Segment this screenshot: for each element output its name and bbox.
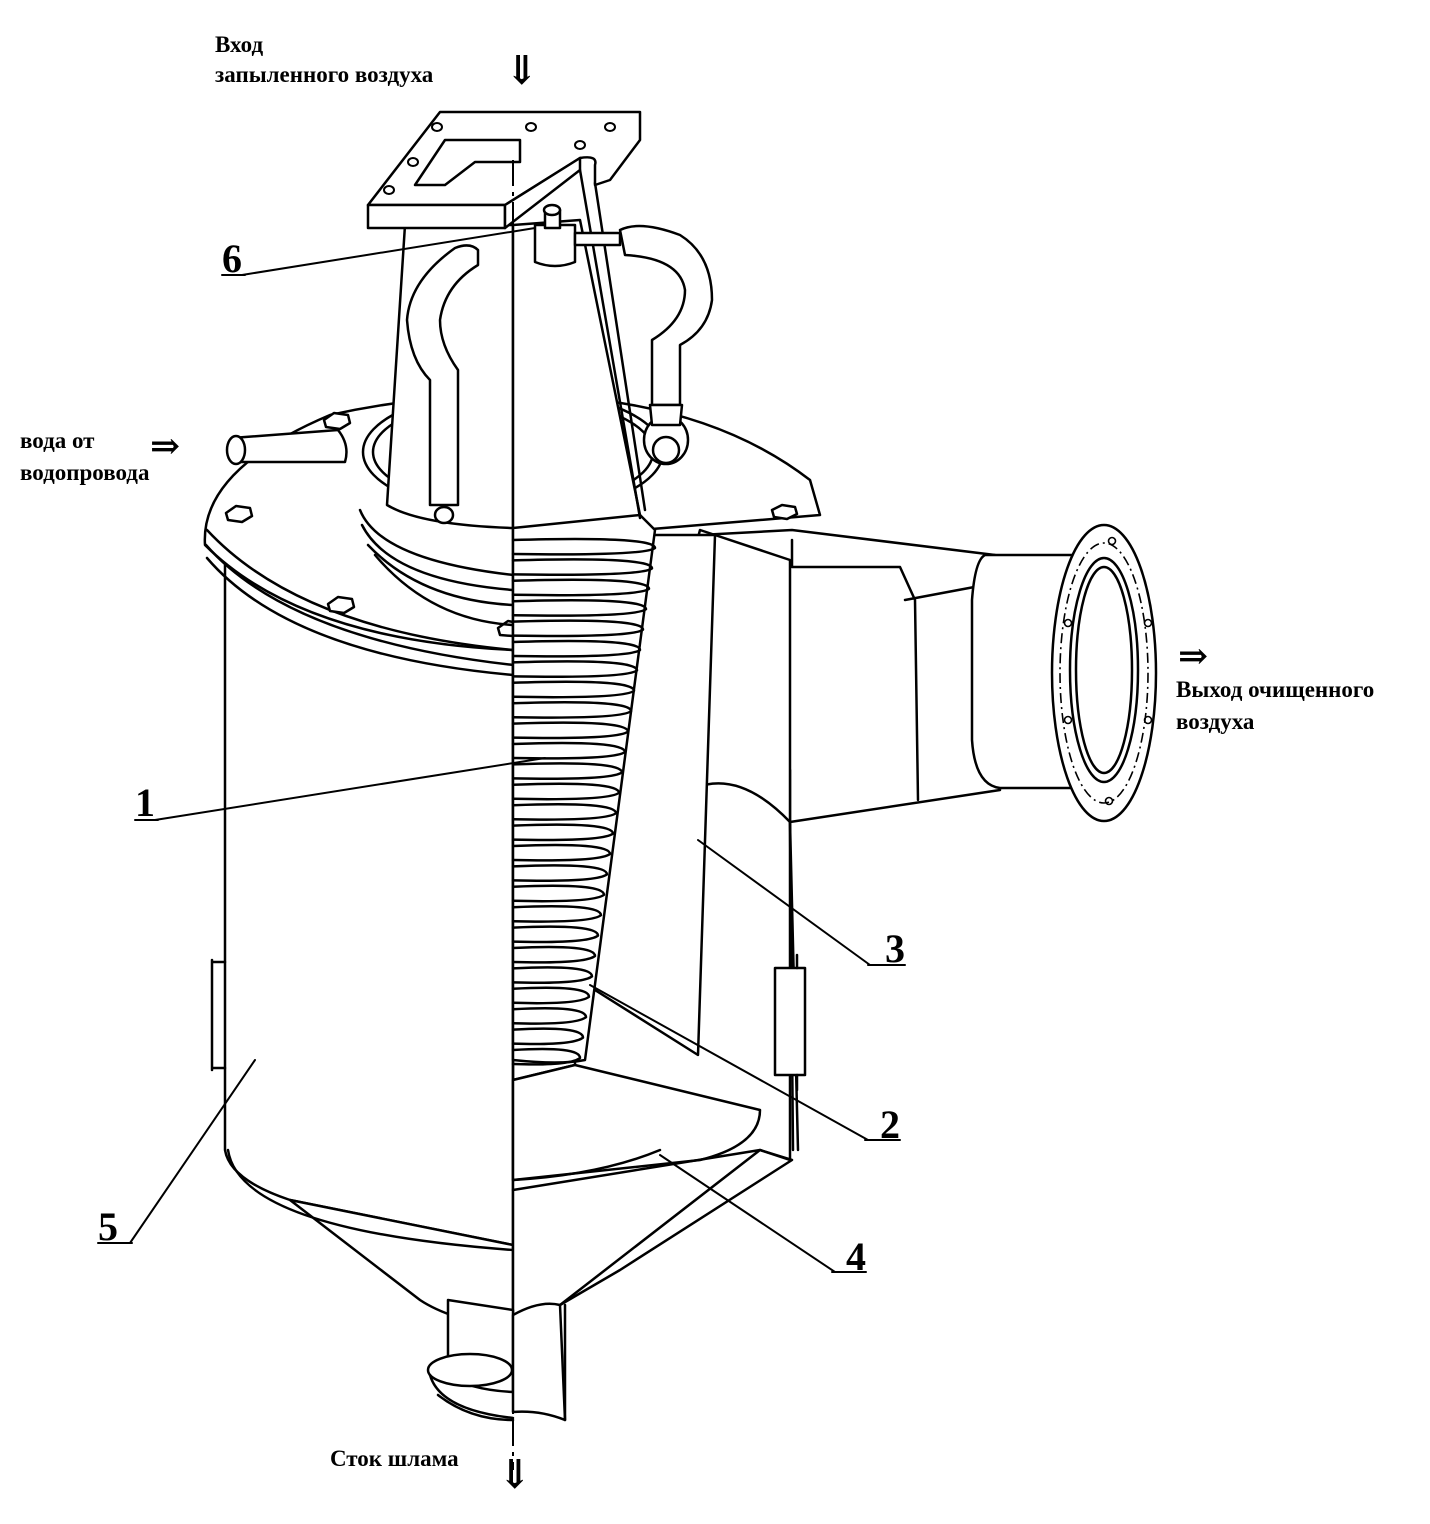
spiral-rib: [511, 904, 603, 923]
spiral-rib: [511, 721, 630, 740]
spiral-rib: [511, 864, 609, 883]
spiral-rib: [511, 986, 591, 1005]
spiral-rib: [511, 1047, 582, 1066]
spiral-rib: [511, 598, 648, 617]
water-inlet-pipe: [225, 428, 348, 466]
callout-1: 1: [135, 780, 155, 825]
inlet-label-line1: Вход: [215, 32, 263, 57]
spiral-rib: [511, 558, 654, 577]
spiral-rib: [511, 700, 633, 719]
spiral-rib: [511, 966, 594, 985]
inlet-arrow-icon: ⇓: [505, 48, 539, 93]
lid-bolts: [224, 411, 799, 638]
spiral-rib: [511, 537, 657, 556]
spiral-rib: [511, 619, 645, 638]
spiral-rib: [511, 1027, 585, 1046]
leader-lines: [97, 227, 906, 1273]
leader-5: [129, 1059, 256, 1244]
outlet-flange: [1050, 523, 1158, 823]
spiral-rib: [511, 945, 597, 964]
spiral-rib: [511, 741, 627, 760]
callout-2: 2: [880, 1102, 900, 1147]
spiral-rib: [511, 782, 621, 801]
valve: [533, 203, 622, 268]
spiral-rib: [511, 802, 618, 821]
spiral-rib: [511, 823, 615, 842]
spiral-rib: [511, 1006, 588, 1025]
spiral-rib: [511, 680, 636, 699]
water-label-line2: водопровода: [20, 460, 150, 485]
sludge-pipe: [426, 1298, 567, 1422]
right-hose: [618, 224, 714, 466]
spiral-rib: [511, 660, 639, 679]
outlet-label-line1: Выход очищенного: [1176, 677, 1374, 702]
spiral-rib: [511, 639, 642, 658]
outlet-label-line2: воздуха: [1176, 709, 1255, 734]
leader-4: [659, 1154, 836, 1273]
sludge-label: Сток шлама: [330, 1446, 459, 1471]
leader-2: [589, 984, 869, 1141]
leader-6: [241, 227, 536, 276]
spiral-ribs: [511, 537, 657, 1066]
outlet-arrow-icon: ⇒: [1178, 636, 1208, 676]
spiral-rib: [511, 884, 606, 903]
spiral-rib: [511, 843, 612, 862]
labels: Вход запыленного воздуха ⇓ вода от водоп…: [20, 32, 1374, 1497]
callout-6: 6: [222, 236, 242, 281]
spiral-rib: [511, 762, 624, 781]
callout-4: 4: [846, 1234, 866, 1279]
callout-3: 3: [885, 926, 905, 971]
water-arrow-icon: ⇒: [150, 426, 180, 466]
leader-1: [154, 757, 546, 821]
leader-3: [697, 839, 871, 966]
water-label-line1: вода от: [20, 428, 95, 453]
inlet-flange: [366, 110, 642, 230]
callout-5: 5: [98, 1204, 118, 1249]
sludge-arrow-icon: ⇓: [498, 1452, 532, 1497]
left-hose: [405, 244, 480, 525]
spiral-rib: [511, 925, 600, 944]
inlet-label-line2: запыленного воздуха: [215, 62, 434, 87]
spiral-rib: [511, 578, 651, 597]
